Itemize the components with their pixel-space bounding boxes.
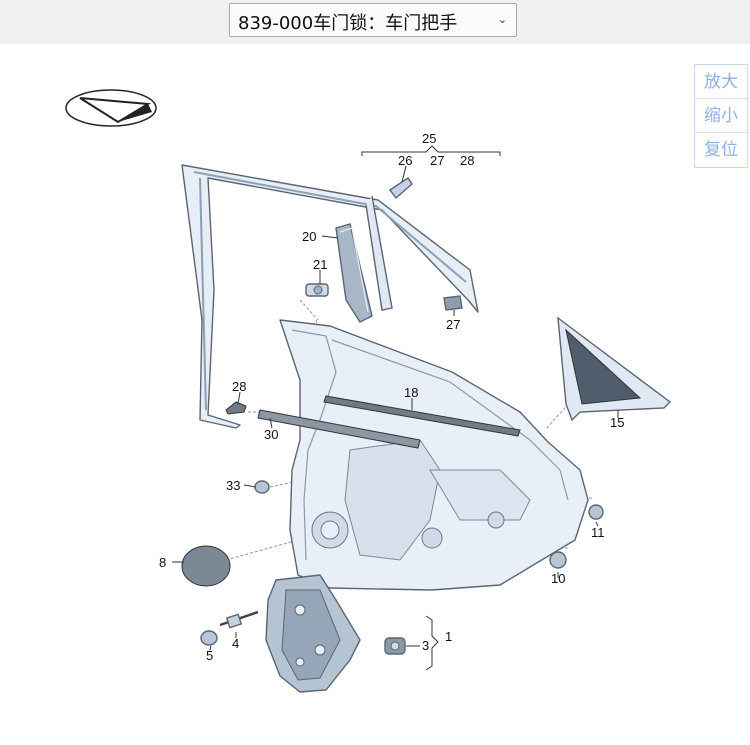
diagram-selector-label: 839-000车门锁：车门把手 xyxy=(238,13,458,34)
parts-diagram: 25 26 27 28 20 21 27 28 18 30 15 33 8 11… xyxy=(65,89,672,693)
callout-1[interactable]: 1 xyxy=(445,629,452,644)
callout-5[interactable]: 5 xyxy=(206,648,213,663)
part-21-clip xyxy=(305,283,329,297)
part-1-regulator xyxy=(265,574,361,693)
part-10-plug xyxy=(549,551,567,569)
callout-28[interactable]: 28 xyxy=(232,379,246,394)
part-30-strip xyxy=(257,409,421,449)
callout-4[interactable]: 4 xyxy=(232,636,239,651)
part-3-clip xyxy=(384,637,406,655)
zoom-in-button[interactable]: 放大 xyxy=(695,65,747,99)
reset-button[interactable]: 复位 xyxy=(704,140,738,160)
diagram-selector[interactable]: 839-000车门锁：车门把手 ⌄ xyxy=(229,3,517,37)
callout-30[interactable]: 30 xyxy=(264,427,278,442)
part-15-quarter-glass xyxy=(557,316,672,422)
callout-26[interactable]: 26 xyxy=(398,153,412,168)
orientation-arrow-icon xyxy=(65,89,157,127)
callout-18[interactable]: 18 xyxy=(404,385,418,400)
top-toolbar: 839-000车门锁：车门把手 ⌄ xyxy=(0,0,750,44)
part-28-clip xyxy=(225,401,247,415)
callout-15[interactable]: 15 xyxy=(610,415,624,430)
part-20-trim xyxy=(335,223,373,323)
callout-3[interactable]: 3 xyxy=(422,638,429,653)
callout-8[interactable]: 8 xyxy=(159,555,166,570)
callout-27-top[interactable]: 27 xyxy=(430,153,444,168)
door-panel xyxy=(279,319,589,591)
part-26-clip xyxy=(388,177,413,200)
part-33-plug xyxy=(254,480,270,494)
part-11-plug xyxy=(588,504,604,520)
callout-33[interactable]: 33 xyxy=(226,478,240,493)
part-18-strip xyxy=(323,395,521,437)
part-27-clip xyxy=(443,295,463,311)
callout-10[interactable]: 10 xyxy=(551,571,565,586)
zoom-controls: 放大 缩小 复位 xyxy=(694,64,748,168)
callout-11[interactable]: 11 xyxy=(591,525,605,540)
callout-27[interactable]: 27 xyxy=(446,317,460,332)
chevron-down-icon: ⌄ xyxy=(497,14,507,26)
callout-28-top[interactable]: 28 xyxy=(460,153,474,168)
callout-25[interactable]: 25 xyxy=(422,131,436,146)
zoom-out-button[interactable]: 缩小 xyxy=(695,99,747,133)
callout-21[interactable]: 21 xyxy=(313,257,327,272)
part-4-screw xyxy=(219,610,259,629)
part-8-cover xyxy=(181,545,231,587)
part-5-plug xyxy=(200,630,218,646)
callout-20[interactable]: 20 xyxy=(302,229,316,244)
